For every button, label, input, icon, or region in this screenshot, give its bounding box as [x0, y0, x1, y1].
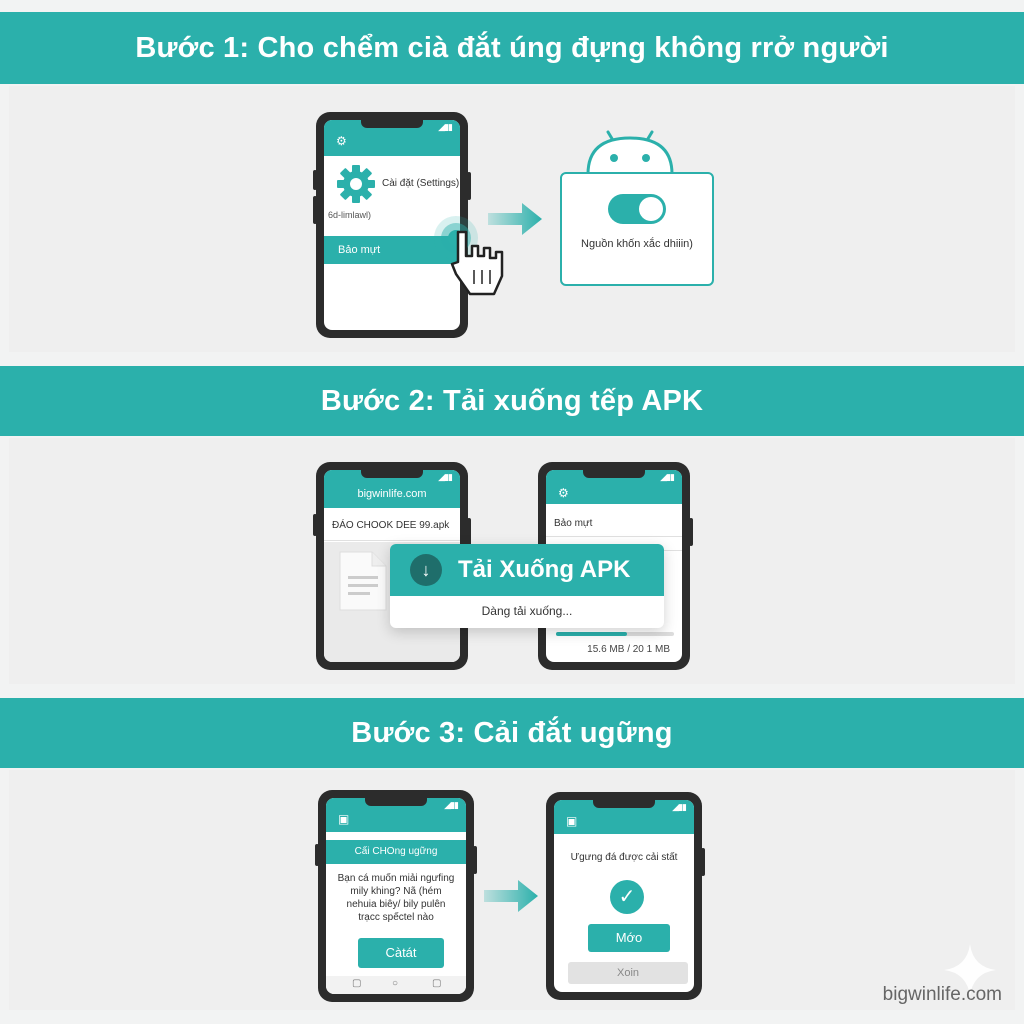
- step3-title: Bước 3: Cải đắt ugững: [351, 716, 673, 749]
- settings-phone: ◢▮▮ ⚙ Cài đặt (Settings) 6d-limlawl) Bảo…: [313, 112, 471, 338]
- progress-label: 15.6 MB / 20 1 MB: [587, 644, 670, 655]
- settings-item-security[interactable]: Bảo mựt: [554, 518, 593, 529]
- close-button[interactable]: Xoin: [568, 962, 688, 984]
- download-status: Dàng tải xuống...: [481, 604, 573, 618]
- apk-file-name: ĐÁO CHOOK DEE 99.apk: [332, 520, 450, 531]
- home-nav-icon[interactable]: ○: [392, 978, 399, 989]
- download-apk-label: Tải Xuống APK: [458, 556, 631, 583]
- back-nav-icon[interactable]: ▢: [352, 978, 362, 989]
- installed-phone: ◢▮▮ ▣ Ưgưng đá được cải stất ✓ Mớo Xoin: [546, 792, 705, 1000]
- progress-bar: [556, 632, 674, 636]
- android-icon: [586, 130, 674, 176]
- sparkle-icon: [944, 944, 996, 996]
- arrow-icon: [488, 203, 542, 235]
- arrow-icon: [484, 880, 538, 912]
- step2-banner: Bước 2: Tải xuống tếp APK: [0, 366, 1024, 436]
- check-icon: ✓: [610, 880, 644, 914]
- unknown-sources-card: Nguồn khốn xắc dhiiin): [560, 172, 714, 286]
- security-label: Bảo mựt: [338, 244, 381, 256]
- settings-sub-label: 6d-limlawl): [328, 210, 372, 220]
- status-icons: ◢▮▮: [438, 122, 453, 132]
- settings-icon: ⚙: [558, 486, 569, 500]
- security-row[interactable]: Bảo mựt: [324, 236, 460, 264]
- step1-banner: Bước 1: Cho chểm cià đắt úng đựng không …: [0, 12, 1024, 84]
- unknown-sources-toggle[interactable]: [608, 194, 666, 224]
- download-icon: ↓: [410, 554, 442, 586]
- download-popup: ↓ Tải Xuống APK Dàng tải xuống...: [390, 544, 664, 628]
- browser-url[interactable]: bigwinlife.com: [357, 488, 427, 500]
- download-apk-button[interactable]: ↓ Tải Xuống APK: [390, 544, 664, 596]
- gear-icon: [337, 165, 375, 203]
- installed-message: Ưgưng đá được cải stất: [570, 852, 678, 863]
- step2-title: Bước 2: Tải xuống tếp APK: [320, 384, 704, 417]
- recent-nav-icon[interactable]: ▢: [432, 978, 442, 989]
- gear-small-icon: ⚙: [336, 134, 347, 148]
- app-icon: ▣: [566, 814, 578, 828]
- step3-banner: Bước 3: Cải đắt ugững: [0, 698, 1024, 768]
- nav-bar: ▢ ○ ▢: [326, 976, 466, 994]
- app-icon: ▣: [338, 812, 350, 826]
- tap-hand-icon: [434, 216, 504, 296]
- step1-title: Bước 1: Cho chểm cià đắt úng đựng không …: [135, 31, 889, 64]
- settings-label: Cài đặt (Settings): [382, 178, 460, 189]
- install-phone: ◢▮▮ ▣ Cấi CHOng ugững Bạn cá muốn miải n…: [315, 790, 477, 1002]
- document-icon: [339, 551, 387, 611]
- watermark: bigwinlife.com: [882, 984, 1002, 1005]
- install-dialog-message: Bạn cá muốn miải ngưfing mily khing? Nã …: [337, 873, 455, 923]
- install-dialog-header: Cấi CHOng ugững: [326, 840, 466, 864]
- open-button[interactable]: Mớo: [588, 924, 670, 952]
- unknown-sources-label: Nguồn khốn xắc dhiiin): [581, 238, 693, 250]
- install-button[interactable]: Càtát: [358, 938, 444, 968]
